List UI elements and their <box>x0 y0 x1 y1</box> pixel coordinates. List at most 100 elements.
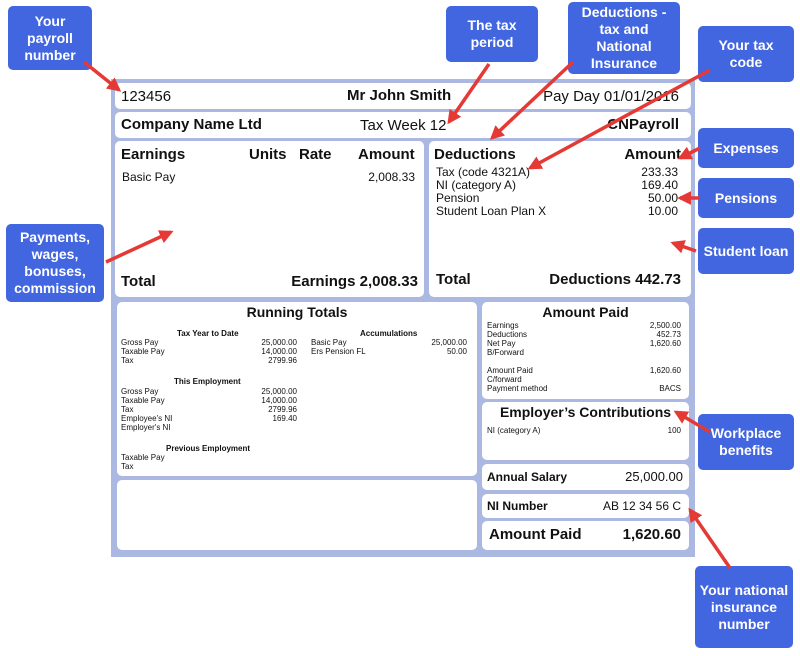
tax-year-heading: Tax Year to Date <box>177 329 239 338</box>
item-label: Payment method <box>487 384 548 393</box>
earnings-total-value: Earnings 2,008.33 <box>291 273 418 290</box>
amount-paid-total-row: Amount Paid 1,620.60 <box>482 521 689 550</box>
item-label: Employee's NI <box>121 414 173 423</box>
item-label: NI (category A) <box>487 426 541 435</box>
deduction-label: Pension <box>436 191 480 205</box>
item-label: B/Forward <box>487 348 524 357</box>
previous-employment-list: Taxable Pay Tax <box>121 453 297 471</box>
running-totals-heading: Running Totals <box>246 304 348 320</box>
list-item: Tax (code 4321A) 233.33 <box>436 165 678 179</box>
list-item: Taxable Pay 14,000.00 <box>121 396 297 405</box>
callout-payments: Payments, wages, bonuses, commission <box>6 224 104 302</box>
company-row: Company Name Ltd Tax Week 12 CNPayroll <box>115 112 691 138</box>
callout-ni-number: Your national insurance number <box>695 566 793 648</box>
item-label: Earnings <box>487 321 519 330</box>
deduction-label: Student Loan Plan X <box>436 204 547 218</box>
item-value: 14,000.00 <box>261 396 297 405</box>
deduction-label: NI (category A) <box>436 178 517 192</box>
header-row: 123456 Mr John Smith Pay Day 01/01/2016 <box>115 83 691 109</box>
list-item: NI (category A) 100 <box>487 426 681 435</box>
item-value: 2,500.00 <box>649 321 681 330</box>
amount-paid-box: Amount Paid Earnings 2,500.00 Deductions 4… <box>482 302 689 399</box>
list-item: Earnings 2,500.00 <box>487 321 681 330</box>
item-label: Taxable Pay <box>121 396 165 405</box>
callout-workplace-benefits: Workplace benefits <box>698 414 794 470</box>
callout-tax-period: The tax period <box>446 6 538 62</box>
item-label: Taxable Pay <box>121 347 165 356</box>
deductions-list: Tax (code 4321A) 233.33 NI (category A) … <box>436 165 678 218</box>
item-label: C/forward <box>487 375 522 384</box>
list-item: Ers Pension FL 50.00 <box>311 347 467 356</box>
list-item: Basic Pay 25,000.00 <box>311 338 467 347</box>
callout-tax-code: Your tax code <box>698 26 794 82</box>
arrow-ni-number <box>688 507 732 569</box>
annual-salary-value: 25,000.00 <box>625 469 683 484</box>
list-item: C/forward <box>487 375 681 384</box>
list-item: Student Loan Plan X 10.00 <box>436 204 678 218</box>
deductions-total-label: Total <box>436 271 471 288</box>
item-label: Ers Pension FL <box>311 347 366 356</box>
item-value: 452.73 <box>656 330 681 339</box>
annual-salary-row: Annual Salary 25,000.00 <box>482 464 689 490</box>
item-value: 50.00 <box>446 347 467 356</box>
callout-payroll-number: Your payroll number <box>8 6 92 70</box>
employer-contributions-heading: Employer’s Contributions <box>499 404 672 420</box>
item-value: 2799.96 <box>268 356 297 365</box>
previous-employment-heading: Previous Employment <box>166 444 251 453</box>
item-value: BACS <box>659 384 681 393</box>
list-item: Taxable Pay <box>121 453 297 462</box>
list-item <box>487 357 681 366</box>
payroll-software: CNPayroll <box>607 116 679 133</box>
amount-paid-total-value: 1,620.60 <box>622 526 681 543</box>
deductions-heading: Deductions <box>434 146 516 163</box>
accumulations-heading: Accumulations <box>360 329 418 338</box>
deductions-box: Deductions Amount Tax (code 4321A) 233.3… <box>429 141 691 297</box>
annual-salary-label: Annual Salary <box>487 470 568 484</box>
amount-paid-total-label: Amount Paid <box>489 526 582 543</box>
item-label: Tax <box>121 356 134 365</box>
deduction-label: Tax (code 4321A) <box>436 165 531 179</box>
earnings-item-amount: 2,008.33 <box>368 170 415 184</box>
item-label: Tax <box>121 462 134 471</box>
item-value: 25,000.00 <box>431 338 467 347</box>
list-item: Deductions 452.73 <box>487 330 681 339</box>
item-label: Basic Pay <box>311 338 347 347</box>
payroll-number: 123456 <box>121 88 172 105</box>
rate-column-header: Rate <box>299 146 332 163</box>
tax-period: Tax Week 12 <box>360 117 447 134</box>
deductions-total-value: Deductions 442.73 <box>549 271 681 288</box>
item-label: Amount Paid <box>487 366 533 375</box>
company-name: Company Name Ltd <box>121 116 262 133</box>
list-item: Payment method BACS <box>487 384 681 393</box>
employer-contributions-box: Employer’s Contributions NI (category A)… <box>482 402 689 460</box>
employee-name: Mr John Smith <box>347 87 452 104</box>
list-item: Tax 2799.96 <box>121 356 297 365</box>
item-label: Taxable Pay <box>121 453 165 462</box>
callout-expenses: Expenses <box>698 128 794 168</box>
item-label: Gross Pay <box>121 387 159 396</box>
item-value: 100 <box>667 426 681 435</box>
ni-number-label: NI Number <box>487 499 548 513</box>
payslip: 123456 Mr John Smith Pay Day 01/01/2016 … <box>111 79 695 557</box>
item-label: Employer's NI <box>121 423 171 432</box>
amount-column-header: Amount <box>358 146 415 163</box>
earnings-total-label: Total <box>121 273 156 290</box>
callout-student-loan: Student loan <box>698 228 794 274</box>
amount-paid-heading: Amount Paid <box>542 304 629 320</box>
item-label: Deductions <box>487 330 528 339</box>
this-employment-heading: This Employment <box>174 377 241 386</box>
ni-number-value: AB 12 34 56 C <box>602 499 681 513</box>
item-value: 1,620.60 <box>649 366 681 375</box>
list-item: B/Forward <box>487 348 681 357</box>
list-item: Pension 50.00 <box>436 191 678 205</box>
callout-deductions: Deductions - tax and National Insurance <box>568 2 680 74</box>
units-column-header: Units <box>249 146 287 163</box>
item-value: 2799.96 <box>268 405 297 414</box>
deductions-amount-header: Amount <box>624 146 681 163</box>
